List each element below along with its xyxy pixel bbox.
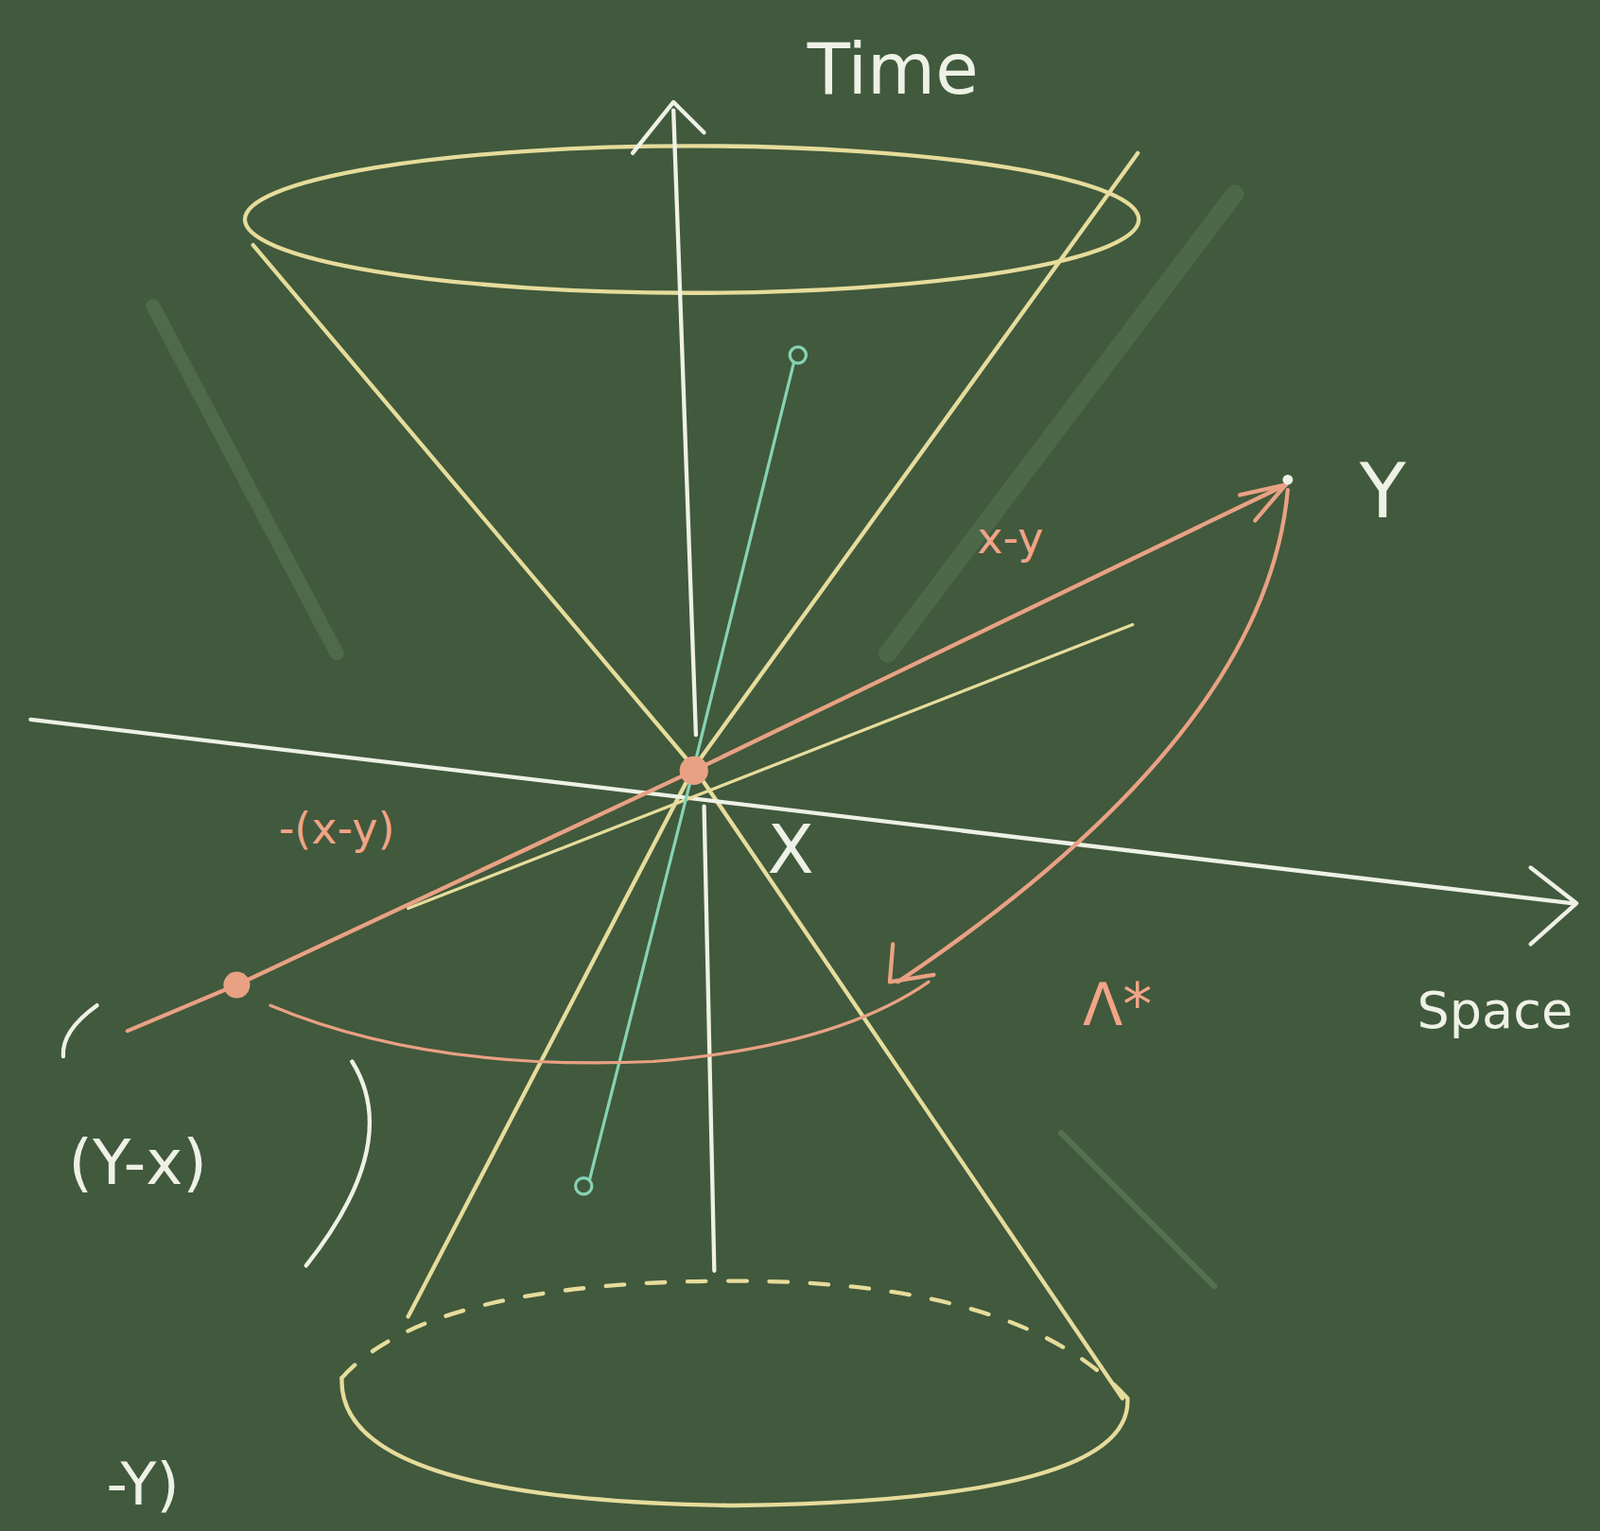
event-dot [575,1178,592,1195]
point-label: Y [1356,452,1410,532]
expression-label: (Y-x) [64,1130,211,1197]
reversed-vector [127,770,695,1031]
origin-dot [679,756,709,785]
cone-line [253,244,1123,1399]
arc-head [889,943,934,982]
past-cone-rim-hidden [341,1281,1128,1399]
point-label: X [764,813,818,886]
chalk-smudge [1060,1132,1215,1287]
cone-line [408,153,1139,1317]
expression-label: -Y) [103,1453,184,1516]
point-dot [1282,474,1293,486]
vector-label: -(x-y) [275,804,400,853]
future-cone-rim [244,145,1139,293]
axis-label: Time [803,32,983,106]
space-axis [30,719,1571,904]
bracket [306,1061,370,1267]
lower-arc [270,981,929,1063]
vector-label: x-y [973,514,1047,562]
vector-head [1239,485,1287,522]
chalk-smudge [153,306,337,654]
point-dot [223,972,250,999]
time-arrowhead [632,102,705,154]
time-axis [673,110,714,1271]
transform-label: Λ* [1078,973,1156,1037]
past-cone-rim [341,1377,1128,1506]
lorentz-arc [898,489,1288,982]
depth-axis [408,625,1133,909]
event-dot [789,347,806,364]
bracket [63,1005,98,1057]
separation-vector [694,485,1287,771]
space-arrowhead [1530,867,1578,944]
axis-label: Space [1413,983,1578,1039]
